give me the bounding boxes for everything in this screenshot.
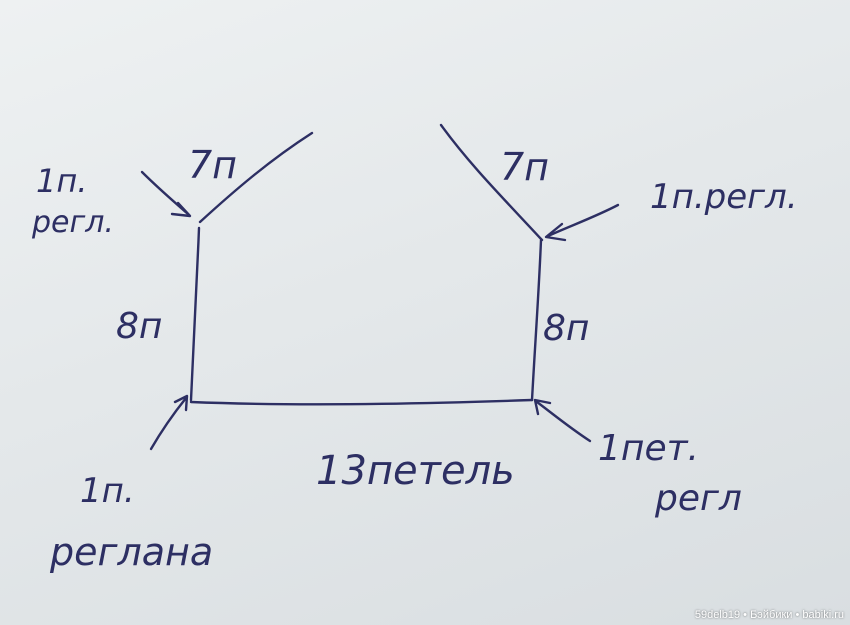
arrow-bottom-left bbox=[149, 394, 189, 451]
top-right-raglan-label: 1п.регл. bbox=[650, 177, 798, 217]
right-side-count-label: 8п bbox=[543, 308, 589, 349]
bottom-left-raglan-label-1: 1п. bbox=[80, 471, 135, 511]
bottom-right-raglan-label-1: 1пет. bbox=[598, 428, 699, 469]
arrow-top-right bbox=[544, 203, 620, 242]
bottom-right-raglan-label-2: регл bbox=[654, 478, 742, 519]
top-left-raglan-label-2: регл. bbox=[31, 205, 114, 240]
top-right-count-label: 7п bbox=[500, 145, 549, 189]
arrow-top-left bbox=[140, 170, 192, 218]
bottom-count-label: 13петель bbox=[316, 448, 515, 494]
left-side-count-label: 8п bbox=[116, 306, 162, 347]
left-side-line bbox=[189, 226, 201, 402]
arrow-bottom-right bbox=[533, 398, 592, 443]
top-left-count-label: 7п bbox=[188, 143, 237, 187]
watermark: 59delb19 • Бэйбики • babiki.ru bbox=[694, 609, 844, 621]
bottom-line bbox=[189, 398, 534, 406]
bottom-left-raglan-label-2: реглана bbox=[49, 530, 213, 574]
right-side-line bbox=[530, 238, 543, 402]
top-left-raglan-line bbox=[198, 131, 314, 224]
top-right-raglan-line bbox=[439, 123, 544, 242]
top-left-raglan-label-1: 1п. bbox=[36, 162, 87, 200]
